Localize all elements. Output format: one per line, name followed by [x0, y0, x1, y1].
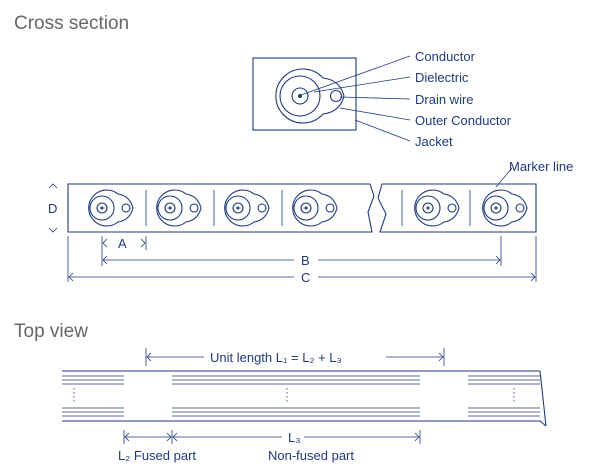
cable-unit: [414, 189, 460, 227]
jacket-outline: [252, 57, 357, 131]
outer-conductor-shape: [275, 68, 345, 124]
dielectric-label: Dielectric: [415, 70, 469, 85]
unit-length-label: Unit length L₁ = L₂ + L₃: [210, 350, 342, 365]
cable-unit: [292, 189, 338, 227]
detail-cross-section: [252, 55, 411, 142]
l2-fused-label: L₂ Fused part: [118, 448, 196, 463]
ribbon-cross-section: [67, 183, 537, 233]
drain-wire-circle: [329, 89, 343, 103]
outer-conductor-label: Outer Conductor: [415, 113, 512, 128]
cable-unit: [482, 189, 528, 227]
dim-c-label: C: [301, 270, 310, 285]
top-view-strip: [62, 370, 547, 427]
dim-b-label: B: [301, 253, 310, 268]
conductor-circle: [291, 87, 309, 105]
top-view-heading: Top view: [14, 321, 88, 342]
cross-section-heading: Cross section: [14, 13, 129, 34]
cable-unit: [224, 189, 270, 227]
non-fused-label: Non-fused part: [268, 448, 354, 463]
l3-label: L₃: [288, 430, 301, 445]
dim-d-label: D: [48, 201, 57, 216]
drain-wire-label: Drain wire: [415, 92, 474, 107]
marker-line-label: Marker line: [509, 159, 573, 174]
conductor-label: Conductor: [415, 49, 476, 64]
cable-unit: [156, 189, 202, 227]
dim-a-label: A: [118, 236, 127, 251]
cable-unit: [88, 189, 134, 227]
dielectric-circle: [279, 75, 321, 117]
jacket-label: Jacket: [415, 134, 453, 149]
